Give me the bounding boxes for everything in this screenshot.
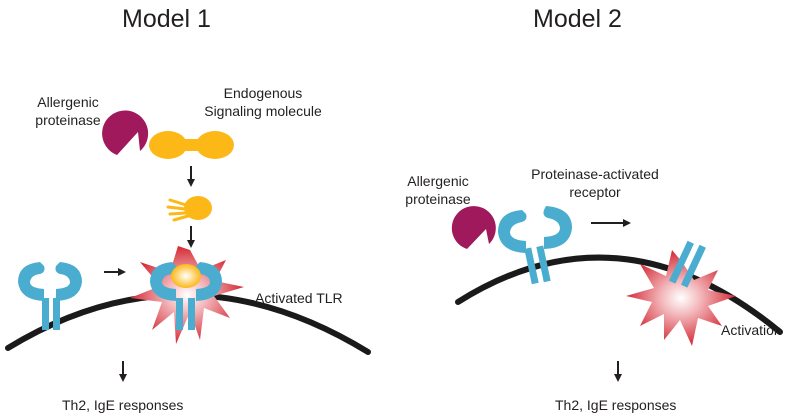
activation-burst-model2 — [626, 250, 736, 346]
model2-allergen-line1: Allergenic — [407, 173, 469, 189]
signaling-molecule-line2: Signaling molecule — [204, 103, 322, 119]
model1-allergen-line1: Allergenic — [37, 94, 99, 110]
allergenic-proteinase-shape-model1 — [102, 110, 149, 155]
receptor-line1: Proteinase-activated — [531, 166, 659, 182]
model2-allergen-label: Allergenic proteinase — [393, 172, 483, 208]
model2-outcome-label: Th2, IgE responses — [555, 397, 677, 413]
signaling-molecule-line1: Endogenous — [223, 85, 303, 101]
cleaved-signaling-molecule — [166, 196, 212, 222]
activated-tlr-label: Activated TLR — [255, 290, 343, 306]
model1-allergen-line2: proteinase — [35, 112, 101, 128]
model2-allergen-line2: proteinase — [405, 191, 471, 207]
proteinase-activated-receptor — [498, 206, 572, 285]
receptor-label: Proteinase-activated receptor — [515, 165, 675, 201]
model1-title: Model 1 — [122, 5, 211, 33]
par-receptor-activated — [668, 240, 706, 288]
activation-burst-model1 — [130, 246, 244, 344]
cell-membrane-model2 — [455, 254, 783, 335]
activation-label: Activation — [721, 322, 782, 338]
allergenic-proteinase-shape-model2 — [451, 206, 496, 249]
model1-allergen-label: Allergenic proteinase — [18, 93, 118, 129]
signaling-molecule-dimer — [149, 131, 234, 159]
tlr-receptor-activated — [150, 262, 222, 330]
receptor-line2: receptor — [569, 184, 621, 200]
model1-outcome-label: Th2, IgE responses — [62, 397, 184, 413]
signaling-molecule-label: Endogenous Signaling molecule — [178, 84, 348, 120]
model2-title: Model 2 — [533, 5, 622, 33]
tlr-receptor-inactive — [18, 262, 82, 330]
